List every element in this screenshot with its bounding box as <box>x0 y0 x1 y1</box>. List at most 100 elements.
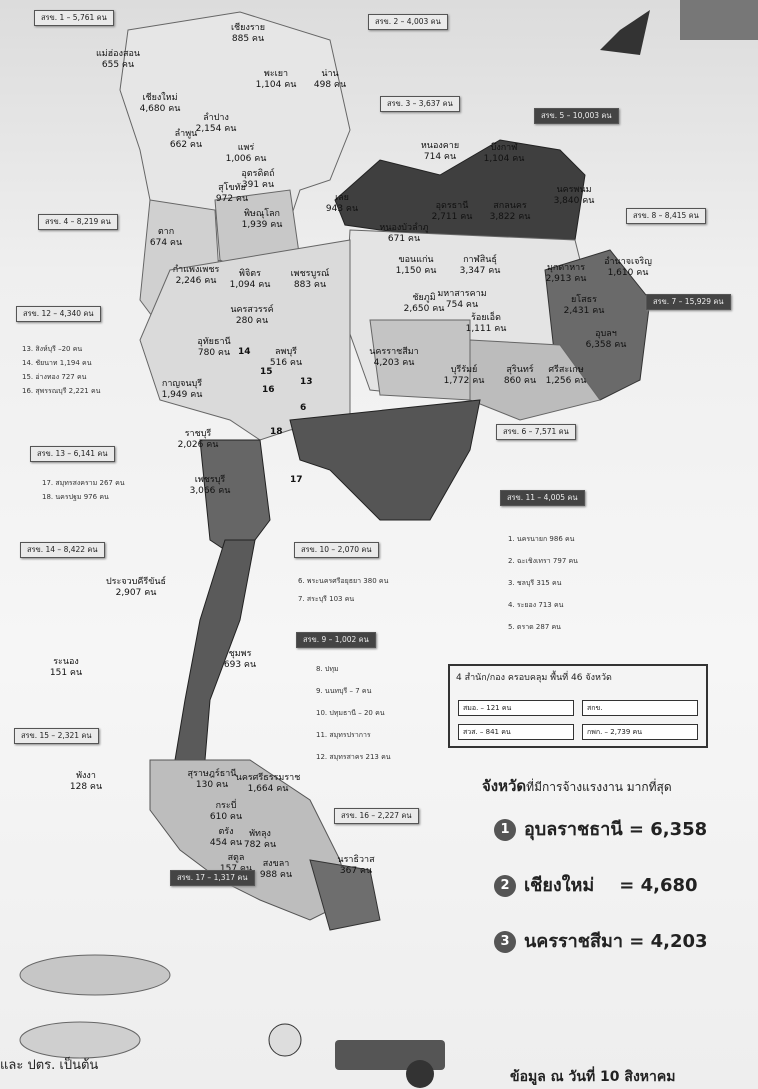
province-label: แพร่1,006 คน <box>226 143 267 164</box>
province-count: 3,822 คน <box>490 212 531 222</box>
province-count: 988 คน <box>260 870 292 880</box>
region-count-box: สรข. 7 – 15,929 คน <box>646 294 731 310</box>
rank-text: นครราชสีมา = 4,203 <box>524 931 708 952</box>
region-isan-south <box>469 339 601 421</box>
province-count: 2,907 คน <box>116 588 157 598</box>
province-label: กาญจนบุรี1,949 คน <box>162 378 203 400</box>
province-count: 498 คน <box>314 80 346 90</box>
province-count: 671 คน <box>388 234 420 244</box>
region-count-box: สรข. 8 – 8,415 คน <box>626 208 706 224</box>
province-name: สุราษฎร์ธานี <box>188 767 237 779</box>
province-label: สุราษฎร์ธานี130 คน <box>188 767 237 790</box>
province-name: ร้อยเอ็ด <box>471 310 501 323</box>
province-label: ราชบุรี2,026 คน <box>178 428 219 450</box>
province-name: อำนาจเจริญ <box>604 256 652 267</box>
province-count: 885 คน <box>232 34 264 44</box>
map-number: 13 <box>300 377 313 387</box>
list-item: 9. นนทบุรี – 7 คน <box>316 687 372 695</box>
decorative-tractor-wheel <box>406 1060 434 1088</box>
province-count: 860 คน <box>504 376 536 386</box>
rank-text: อุบลราชธานี = 6,358 <box>524 819 708 840</box>
province-count: 3,347 คน <box>460 266 501 276</box>
list-item: 16. สุพรรณบุรี 2,221 คน <box>22 387 101 395</box>
province-count: 883 คน <box>294 280 326 290</box>
province-count: 454 คน <box>210 838 242 848</box>
province-label: อุทัยธานี780 คน <box>197 336 230 358</box>
province-name: เลย <box>335 193 349 203</box>
rank-item: 2 เชียงใหม่ = 4,680 <box>494 870 698 899</box>
region-count-box: สรข. 10 – 2,070 คน <box>294 542 379 558</box>
province-name: ศรีสะเกษ <box>548 364 583 375</box>
province-name: พังงา <box>76 771 96 781</box>
province-name: ลพบุรี <box>275 346 297 357</box>
province-name: ราชบุรี <box>185 428 212 439</box>
province-label: กาฬสินธุ์3,347 คน <box>460 253 501 276</box>
province-name: บุรีรัมย์ <box>451 363 478 375</box>
province-count: 1,949 คน <box>162 390 203 400</box>
rank-text: เชียงใหม่ = 4,680 <box>524 875 698 896</box>
list-region-11: 1. นครนายก 986 คน 2. ฉะเชิงเทรา 797 คน 3… <box>508 528 578 638</box>
province-label: กระบี่610 คน <box>210 798 242 822</box>
list-item: 12. สมุทรสาคร 213 คน <box>316 753 391 761</box>
province-count: 754 คน <box>446 300 478 310</box>
province-count: 2,650 คน <box>404 304 445 314</box>
province-name: พิษณุโลก <box>244 208 280 219</box>
province-count: 943 คน <box>326 204 358 214</box>
province-name: แพร่ <box>238 143 255 153</box>
list-item: 1. นครนายก 986 คน <box>508 535 575 543</box>
province-count: 1,772 คน <box>444 376 485 386</box>
province-count: 782 คน <box>244 840 276 850</box>
region-count-box: สรข. 9 – 1,002 คน <box>296 632 376 648</box>
province-count: 662 คน <box>170 140 202 150</box>
list-item: 11. สมุทรปราการ <box>316 731 371 739</box>
province-label: เชียงใหม่4,680 คน <box>140 92 181 114</box>
province-name: นครศรีธรรมราช <box>236 772 301 783</box>
region-count-box: สรข. 2 – 4,003 คน <box>368 14 448 30</box>
rank-number-badge: 2 <box>494 875 516 897</box>
province-name: พะเยา <box>264 69 288 79</box>
province-label: ขอนแก่น1,150 คน <box>396 255 437 276</box>
province-count: 1,104 คน <box>484 154 525 164</box>
province-count: 2,246 คน <box>176 276 217 286</box>
province-name: หนองบัวลำภู <box>379 222 428 233</box>
province-name: นครสวรรค์ <box>230 303 273 315</box>
province-name: อุดรธานี <box>436 200 469 211</box>
list-item: 5. ตราด 287 คน <box>508 623 561 631</box>
province-count: 157 คน <box>220 864 252 874</box>
top-provinces-title: จังหวัดที่มีการจ้างแรงงาน มากที่สุด <box>482 774 672 798</box>
province-count: 693 คน <box>224 660 256 670</box>
province-count: 2,154 คน <box>196 124 237 134</box>
province-count: 674 คน <box>150 238 182 248</box>
province-count: 1,610 คน <box>608 268 649 278</box>
province-name: น่าน <box>321 69 338 79</box>
province-label: นครราชสีมา4,203 คน <box>369 346 418 368</box>
province-name: นครราชสีมา <box>369 346 418 357</box>
province-count: 1,104 คน <box>256 80 297 90</box>
province-count: 151 คน <box>50 668 82 678</box>
province-name: ชัยภูมิ <box>412 292 435 303</box>
province-name: ระนอง <box>53 657 79 667</box>
province-count: 391 คน <box>242 180 274 190</box>
title-big: จังหวัด <box>482 777 527 795</box>
province-label: ร้อยเอ็ด1,111 คน <box>466 310 507 334</box>
province-count: 3,066 คน <box>190 486 231 496</box>
province-count: 4,203 คน <box>374 358 415 368</box>
province-label: อำนาจเจริญ1,610 คน <box>604 256 652 278</box>
province-name: สุโขทัย <box>218 182 246 193</box>
province-count: 3,840 คน <box>554 196 595 206</box>
province-name: ตาก <box>158 227 174 237</box>
province-name: แม่ฮ่องสอน <box>96 49 140 59</box>
title-rest: ที่มีการจ้างแรงงาน มากที่สุด <box>526 780 672 794</box>
region-count-box: สรข. 16 – 2,227 คน <box>334 808 419 824</box>
